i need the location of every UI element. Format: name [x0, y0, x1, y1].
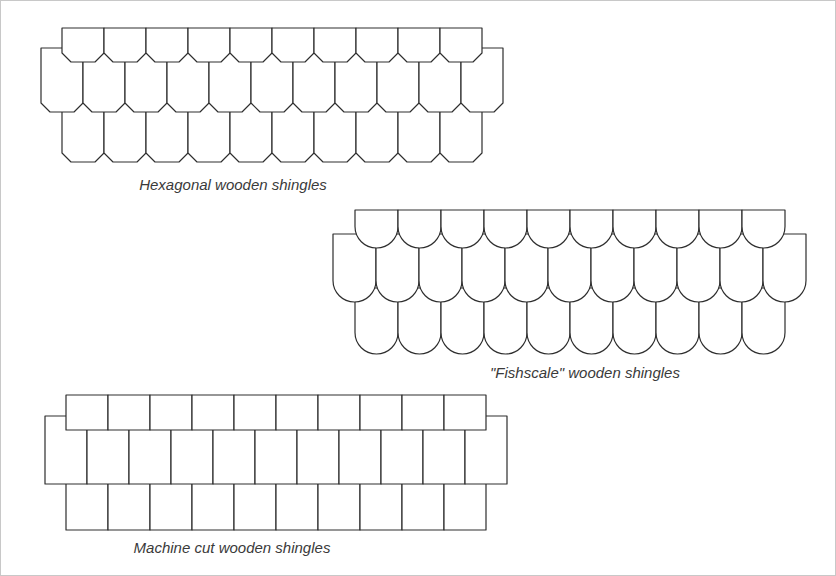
fishscale-shingle: [441, 210, 484, 248]
caption-text: "Fishscale" wooden shingles: [490, 364, 680, 382]
caption-text: Hexagonal wooden shingles: [139, 176, 327, 194]
hexagonal-shingle: [104, 28, 146, 62]
fishscale-shingle: [656, 210, 699, 248]
hexagonal-shingle: [398, 28, 440, 62]
machine-cut-shingle: [276, 395, 318, 430]
hexagonal-shingle: [146, 28, 188, 62]
machine-cut-shingle: [192, 395, 234, 430]
fishscale-shingle: [742, 210, 785, 248]
hexagonal-shingle: [314, 28, 356, 62]
fishscale-shingle: [355, 210, 398, 248]
machine-cut-shingle: [150, 395, 192, 430]
caption-text: Machine cut wooden shingles: [134, 539, 331, 557]
fishscale-shingle: [570, 210, 613, 248]
machine-cut-shingle: [318, 395, 360, 430]
machine-cut-shingle: [402, 395, 444, 430]
machine-cut-shingle: [66, 395, 108, 430]
fishscale-shingle-pattern: [333, 210, 806, 354]
machine-cut-shingle: [108, 395, 150, 430]
hexagonal-shingle: [230, 28, 272, 62]
fishscale-shingle: [527, 210, 570, 248]
hexagonal-shingle: [356, 28, 398, 62]
fishscale-shingle: [398, 210, 441, 248]
hexagonal-shingle: [62, 28, 104, 62]
fishscale-shingle: [613, 210, 656, 248]
machine-cut-shingle: [360, 395, 402, 430]
machine-cut-shingle-pattern: [45, 395, 507, 530]
hexagonal-shingle: [188, 28, 230, 62]
shingle-rows: [41, 28, 806, 530]
machine-cut-shingle: [444, 395, 486, 430]
hexagonal-shingle-pattern: [41, 28, 503, 162]
hexagonal-shingle: [272, 28, 314, 62]
fishscale-shingle: [484, 210, 527, 248]
fishscale-shingle: [699, 210, 742, 248]
hexagonal-shingle: [440, 28, 482, 62]
machine-cut-shingle: [234, 395, 276, 430]
